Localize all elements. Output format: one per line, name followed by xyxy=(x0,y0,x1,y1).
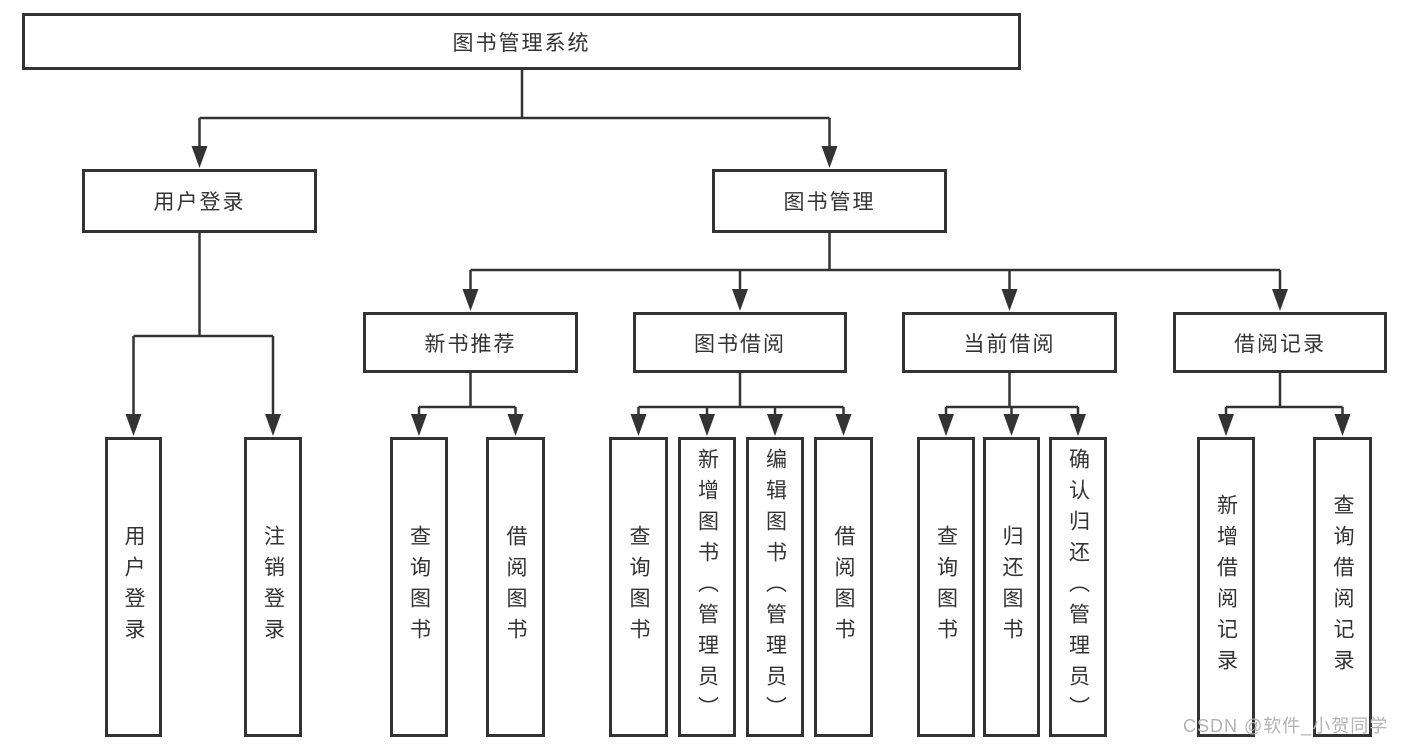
node-root-label: 图书管理系统 xyxy=(452,31,591,55)
node-current-borrowing: 当前借阅 xyxy=(902,312,1117,373)
connector-new-book-recommend xyxy=(411,373,524,436)
node-book-borrowing-label: 图书借阅 xyxy=(694,332,786,356)
node-user-login: 用户登录 xyxy=(82,169,317,233)
node-root: 图书管理系统 xyxy=(22,13,1021,70)
leaf-bb-borrow-books-label: 借阅图书 xyxy=(832,525,855,649)
connector-current-borrowing xyxy=(938,373,1086,436)
leaf-user-login-label: 用户登录 xyxy=(122,525,145,649)
node-book-management-label: 图书管理 xyxy=(783,191,876,214)
leaf-br-add-borrow-record-label: 新增借阅记录 xyxy=(1214,494,1238,680)
node-new-book-recommend: 新书推荐 xyxy=(363,312,578,373)
leaf-cb-return-books: 归还图书 xyxy=(983,437,1040,737)
connector-book-borrowing xyxy=(630,373,852,436)
leaf-nb-query-books-label: 查询图书 xyxy=(407,525,431,649)
leaf-br-query-borrow-record-label: 查询借阅记录 xyxy=(1331,494,1354,680)
connector-borrowing-records xyxy=(1218,373,1351,436)
node-book-management: 图书管理 xyxy=(712,169,947,233)
leaf-bb-add-books-admin-label: 新增图书（管理员） xyxy=(695,447,719,727)
node-borrowing-records: 借阅记录 xyxy=(1173,312,1387,373)
node-user-login-label: 用户登录 xyxy=(153,191,246,214)
leaf-bb-query-books: 查询图书 xyxy=(609,437,668,737)
leaf-nb-borrow-books-label: 借阅图书 xyxy=(504,525,527,649)
leaf-bb-borrow-books: 借阅图书 xyxy=(814,437,873,737)
leaf-br-query-borrow-record: 查询借阅记录 xyxy=(1313,437,1372,737)
leaf-logout: 注销登录 xyxy=(244,437,302,737)
connector-book-management xyxy=(462,233,1288,311)
leaf-nb-borrow-books: 借阅图书 xyxy=(486,437,545,737)
csdn-watermark: CSDN @软件_小贺同学 xyxy=(1183,716,1389,736)
leaf-nb-query-books: 查询图书 xyxy=(390,437,448,737)
node-new-book-recommend-label: 新书推荐 xyxy=(424,332,517,356)
leaf-bb-edit-books-admin: 编辑图书（管理员） xyxy=(746,437,804,737)
leaf-cb-query-books: 查询图书 xyxy=(917,437,975,737)
leaf-cb-return-books-label: 归还图书 xyxy=(1000,525,1023,649)
connector-root xyxy=(191,69,838,168)
leaf-logout-label: 注销登录 xyxy=(261,525,285,649)
leaf-br-add-borrow-record: 新增借阅记录 xyxy=(1197,437,1255,737)
node-book-borrowing: 图书借阅 xyxy=(633,312,847,373)
leaf-cb-confirm-return-admin-label: 确认归还（管理员） xyxy=(1066,447,1090,727)
leaf-bb-add-books-admin: 新增图书（管理员） xyxy=(678,437,736,737)
leaf-cb-confirm-return-admin: 确认归还（管理员） xyxy=(1049,437,1107,737)
node-borrowing-records-label: 借阅记录 xyxy=(1234,332,1326,356)
leaf-user-login: 用户登录 xyxy=(105,437,162,737)
connector-user-login xyxy=(125,233,281,436)
leaf-bb-edit-books-admin-label: 编辑图书（管理员） xyxy=(763,447,787,727)
node-current-borrowing-label: 当前借阅 xyxy=(963,332,1056,356)
leaf-bb-query-books-label: 查询图书 xyxy=(627,525,650,649)
leaf-cb-query-books-label: 查询图书 xyxy=(934,525,958,649)
